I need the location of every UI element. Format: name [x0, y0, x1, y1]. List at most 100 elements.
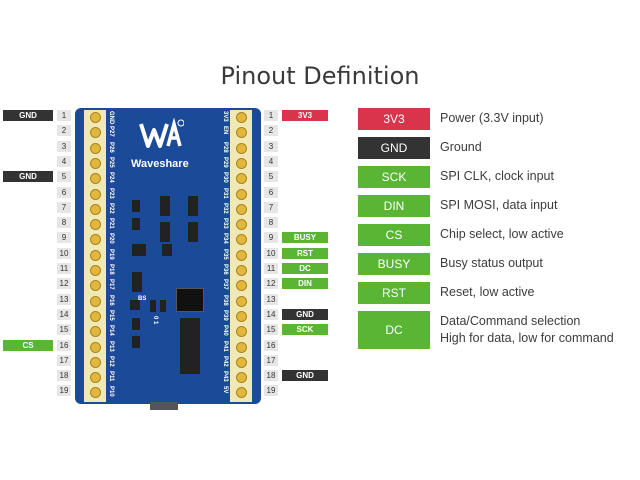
solder-pad: [236, 280, 247, 292]
left-silk-label: P23: [108, 187, 114, 199]
right-silk-label: P29: [222, 156, 228, 168]
smd-component: [132, 218, 140, 230]
smd-component: [188, 196, 198, 216]
right-pin-number: 7: [264, 201, 278, 213]
smd-component: [132, 272, 142, 292]
legend-description: Ground: [440, 140, 482, 154]
left-silk-label: P26: [108, 141, 114, 153]
right-pin-pad: [230, 125, 252, 139]
left-pin-number: 18: [57, 370, 71, 382]
left-pin-number: 8: [57, 217, 71, 229]
right-pin-pad: [230, 340, 252, 353]
right-pin-number: 8: [264, 217, 278, 229]
left-pin-number: 11: [57, 263, 71, 274]
right-pin-number: 10: [264, 247, 278, 259]
solder-pad: [90, 142, 101, 154]
smd-component: [130, 300, 140, 310]
legend-label-sck: SCK: [358, 166, 430, 188]
left-pin-number: 2: [57, 125, 71, 137]
right-silk-label: P42: [222, 355, 228, 367]
right-pin-pad: [230, 217, 252, 231]
solder-pad: [90, 188, 101, 200]
smd-component: [132, 244, 146, 256]
left-silk-label: P15: [108, 309, 114, 321]
right-pin-number: 13: [264, 293, 278, 305]
smd-component: [132, 200, 140, 212]
solder-pad: [90, 280, 101, 292]
right-pin-pad: [230, 156, 252, 169]
solder-pad: [90, 249, 101, 261]
right-pin-pad: [230, 110, 252, 123]
legend-row: CS Chip select, low active: [358, 224, 630, 248]
right-pin-number: 3: [264, 140, 278, 152]
smd-component: [162, 244, 172, 256]
left-silk-label: P18: [108, 264, 114, 275]
left-pin-pad: [84, 355, 106, 368]
solder-pad: [90, 372, 101, 384]
smd-component: [160, 222, 170, 242]
left-pin-pad: [84, 202, 106, 215]
right-pin-tag-3v3: 3V3: [282, 110, 328, 121]
left-pin-pad: [84, 125, 106, 139]
left-silk-label: P19: [108, 248, 114, 260]
legend-description: Power (3.3V input): [440, 111, 544, 125]
solder-pad: [90, 157, 101, 169]
solder-pad: [90, 295, 101, 307]
page-title: Pinout Definition: [220, 62, 420, 90]
right-pin-tag-gnd: GND: [282, 308, 328, 320]
right-silk-label: P38: [222, 294, 228, 306]
left-pin-pad: [84, 324, 106, 338]
left-pin-pad: [84, 294, 106, 307]
left-pin-pad: [84, 156, 106, 169]
left-silk-label: GND: [108, 111, 114, 125]
left-silk-label: P11: [108, 371, 114, 382]
right-pin-pad: [230, 263, 252, 276]
solder-pad: [236, 356, 247, 368]
left-silk-label: P10: [108, 386, 114, 398]
solder-pad: [90, 326, 101, 338]
right-silk-label: 3V3: [222, 111, 228, 122]
solder-pad: [90, 341, 101, 353]
left-pin-number: 19: [57, 385, 71, 397]
solder-pad: [90, 173, 101, 185]
right-pin-number: 11: [264, 263, 278, 274]
legend-description: Chip select, low active: [440, 227, 564, 241]
left-pin-tag-gnd: GND: [3, 110, 53, 121]
solder-pad: [90, 356, 101, 368]
solder-pad: [236, 265, 247, 276]
legend-label-cs: CS: [358, 224, 430, 246]
left-silk-label: P24: [108, 172, 114, 183]
legend-label-busy: BUSY: [358, 253, 430, 275]
left-pin-number: 15: [57, 324, 71, 336]
right-pin-pad: [230, 309, 252, 322]
ic-chip: [176, 288, 204, 312]
smd-component: [160, 300, 166, 312]
right-pin-pad: [230, 202, 252, 215]
solder-pad: [236, 127, 247, 139]
left-pin-pad: [84, 141, 106, 154]
left-pin-pad: [84, 278, 106, 292]
right-pin-tag-rst: RST: [282, 247, 328, 259]
solder-pad: [236, 372, 247, 384]
right-pin-tag-sck: SCK: [282, 324, 328, 336]
solder-pad: [236, 326, 247, 338]
solder-pad: [90, 203, 101, 215]
right-pin-pad: [230, 187, 252, 200]
left-pin-pad: [84, 110, 106, 123]
left-pin-pad: [84, 370, 106, 384]
left-pin-tag-gnd: GND: [3, 171, 53, 183]
right-silk-label: P28: [222, 141, 228, 153]
left-pin-number: 16: [57, 339, 71, 351]
left-pin-number: 10: [57, 247, 71, 259]
right-silk-label: P37: [222, 279, 228, 290]
bottom-connector: [150, 402, 178, 410]
left-silk-label: P20: [108, 233, 114, 245]
right-silk-label: P39: [222, 309, 228, 321]
right-pin-tag-busy: BUSY: [282, 232, 328, 244]
right-pin-pad: [230, 141, 252, 154]
left-pin-tag-cs: CS: [3, 339, 53, 351]
left-pin-number: 13: [57, 293, 71, 305]
